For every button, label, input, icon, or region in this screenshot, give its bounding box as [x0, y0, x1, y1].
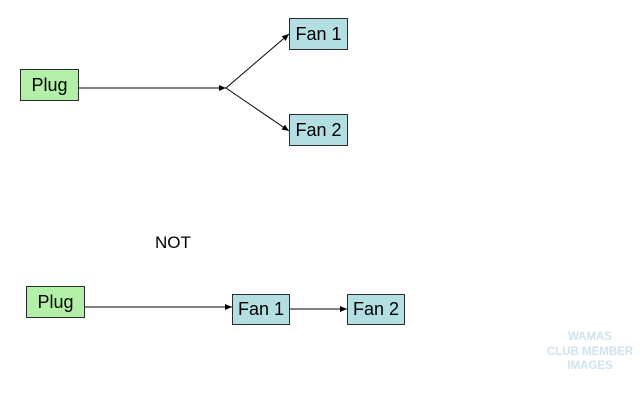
separator-not-label: NOT: [155, 233, 191, 252]
bottom-plug-box: Plug: [26, 286, 85, 318]
bottom-fan1-box: Fan 1: [232, 294, 290, 325]
top-fan1-label: Fan 1: [295, 23, 342, 44]
arrow-split-to-fan2: [225, 87, 290, 132]
bottom-plug-label: Plug: [37, 291, 74, 312]
watermark-line-3: IMAGES: [567, 360, 613, 372]
arrow-split-to-fan1: [225, 33, 290, 89]
bottom-fan2-box: Fan 2: [347, 294, 405, 325]
top-fan1-box: Fan 1: [289, 18, 348, 50]
bottom-fan2-label: Fan 2: [352, 299, 400, 319]
top-fan2-label: Fan 2: [295, 119, 342, 140]
top-plug-box: Plug: [20, 69, 79, 101]
watermark-line-2: CLUB MEMBER: [546, 345, 634, 358]
watermark: WAMAS CLUB MEMBER IMAGES: [536, 330, 640, 374]
top-plug-label: Plug: [31, 74, 68, 95]
top-fan2-box: Fan 2: [289, 114, 348, 146]
watermark-line-1: WAMAS: [567, 331, 613, 343]
bottom-fan1-label: Fan 1: [237, 299, 285, 319]
